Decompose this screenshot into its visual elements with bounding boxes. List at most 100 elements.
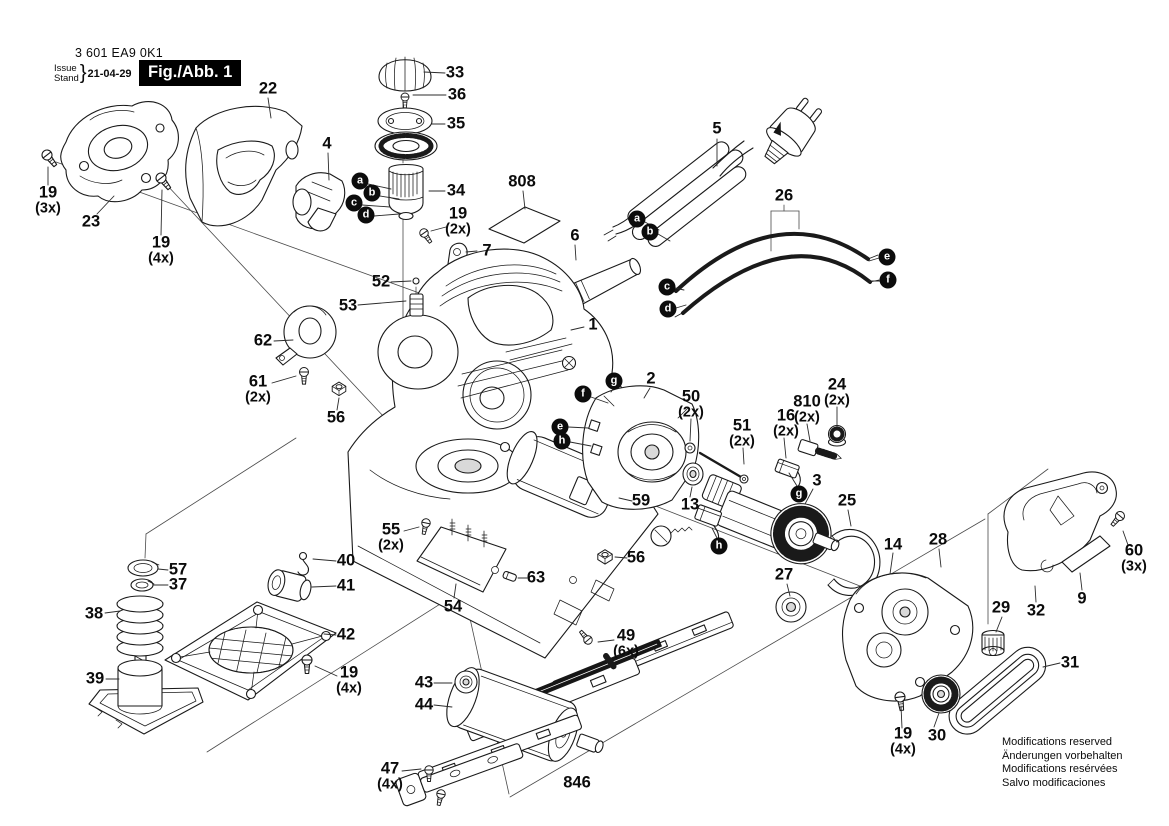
leader-line (804, 488, 814, 505)
part-plug-5 (764, 97, 822, 165)
leader-line (1034, 585, 1037, 603)
note-line-en: Modifications reserved (1002, 736, 1113, 748)
part-stator-2 (582, 385, 700, 510)
part-washer-57 (127, 559, 160, 577)
leader-line (889, 552, 894, 575)
leader-line (610, 388, 614, 393)
leader-line (900, 705, 903, 729)
assembly-line (164, 182, 401, 435)
leader-line (1079, 572, 1083, 591)
part-retainer-ring-25 (827, 528, 881, 596)
leader-line (643, 387, 651, 399)
leader-line (271, 375, 297, 384)
leader-line (788, 472, 798, 487)
note-line-es: Salvo modificaciones (1002, 776, 1106, 789)
part-spring-49 (603, 653, 617, 670)
issue-date: 21-04-29 (87, 67, 132, 80)
part-top-cover-22 (185, 105, 303, 227)
note-line-de: Änderungen vorbehalten (1002, 749, 1123, 762)
leader-line (995, 616, 1003, 633)
leader-line (590, 396, 609, 404)
leader-line (430, 226, 447, 232)
part-shaft-51 (698, 451, 749, 484)
part-spring-38 (116, 595, 164, 657)
part-switch-knob-4 (292, 172, 346, 232)
part-armature-3 (701, 474, 840, 565)
leader-line (806, 423, 811, 442)
leader-line (574, 244, 577, 261)
part-clamp-plate (395, 743, 524, 807)
leader-line (453, 583, 457, 599)
leader-line (938, 548, 942, 568)
figure-label: Fig./Abb. 1 (139, 60, 242, 86)
part-roller-41 (267, 569, 312, 602)
part-deflector-62 (275, 305, 337, 366)
leader-line (614, 556, 628, 559)
leader-line (323, 633, 337, 636)
part-pin-63 (502, 571, 517, 582)
leader-line (327, 152, 330, 181)
leader-line (1042, 662, 1061, 668)
part-belt-31 (948, 646, 1047, 735)
leader-line (783, 437, 787, 459)
leader-line (1122, 530, 1129, 546)
leader-line (567, 426, 589, 429)
leader-line (104, 610, 121, 614)
leader-line (314, 665, 338, 677)
part-wedge-9 (1061, 535, 1111, 573)
part-base-plate-42 (164, 601, 337, 701)
part-screw-36 (400, 92, 410, 109)
part-adjust-dial-35 (374, 107, 438, 161)
part-pulley-30 (921, 674, 961, 714)
leader-line (96, 195, 115, 215)
leader-line (157, 568, 169, 571)
assembly-line (144, 533, 147, 559)
leader-line (267, 97, 272, 119)
leader-line (618, 497, 633, 502)
part-nut-56a (331, 381, 347, 397)
part-gear-cover-28 (841, 572, 974, 702)
part-screw-49 (576, 628, 595, 647)
part-power-cord-5 (603, 140, 754, 247)
leader-line (711, 527, 718, 539)
leader-line (379, 195, 400, 200)
modifications-note: Modifications reserved Änderungen vorbeh… (1002, 736, 1122, 790)
leader-line (786, 583, 791, 597)
part-pin-52-spring-53 (409, 277, 424, 317)
part-screw-60 (1108, 509, 1127, 529)
leader-line (465, 250, 478, 253)
leader-line (423, 71, 446, 74)
part-pulley-29 (981, 629, 1005, 657)
part-bearing-27 (775, 591, 807, 623)
leader-line (689, 486, 693, 498)
part-screw-47b (433, 788, 447, 807)
leader-line (569, 441, 592, 447)
leader-lines-layer (47, 71, 1129, 772)
leader-line (570, 326, 585, 331)
part-washer-50 (684, 442, 696, 454)
leader-line (160, 189, 163, 236)
leader-line (847, 509, 852, 527)
part-brush-810 (797, 439, 842, 460)
part-brush-16 (774, 458, 801, 492)
type-number: 3 601 EA9 0K1 (75, 46, 163, 60)
part-screw-61 (299, 367, 309, 385)
part-clip-40 (297, 551, 310, 576)
leader-line (674, 287, 685, 291)
leader-line (522, 190, 526, 210)
leader-line (868, 257, 880, 262)
leader-line (361, 204, 391, 208)
part-label-808 (488, 206, 561, 244)
part-knob-dome-33 (378, 56, 432, 92)
part-rear-housing-23 (60, 101, 179, 203)
part-bearing-43 (454, 670, 478, 694)
part-brush-holder-13-group (650, 504, 722, 547)
leader-line (311, 585, 337, 588)
part-blade-guard-54 (416, 518, 507, 593)
leader-line (675, 304, 687, 309)
leader-line (273, 339, 294, 342)
part-nut-24 (827, 424, 847, 447)
part-cables-26 (667, 231, 880, 318)
